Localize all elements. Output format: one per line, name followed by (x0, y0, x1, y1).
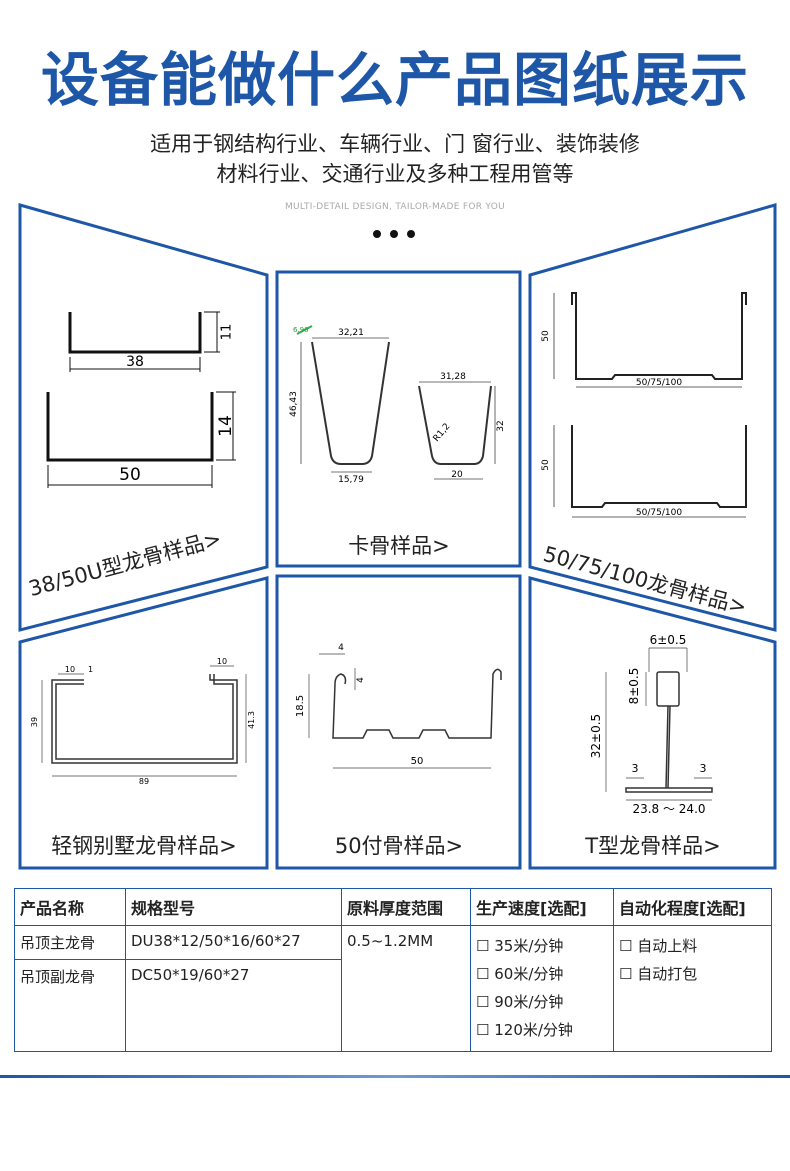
subtitle-line-2: 材料行业、交通行业及多种工程用管等 (216, 162, 574, 186)
stud-drawing: 50 50/75/100 50 50/75/100 (541, 292, 747, 518)
dim-angle: 6.90 (293, 326, 309, 334)
caption-villa: 轻钢别墅龙骨样品> (51, 834, 237, 858)
dim-h1: 39 (30, 717, 39, 727)
header-speed: 生产速度[选配] (470, 888, 614, 926)
panel-frames (18, 203, 777, 870)
automation-options: ☐ 自动上料 ☐ 自动打包 (613, 925, 772, 1052)
dim-top2: 31,28 (440, 372, 466, 382)
furring-drawing: 4 4 18.5 50 (295, 643, 502, 769)
caption-furring: 50付骨样品> (334, 834, 464, 858)
villa-drawing: 10 1 10 39 41.3 89 (30, 657, 256, 786)
dim-top: 6±0.5 (650, 633, 687, 647)
dim-h: 32±0.5 (589, 714, 603, 758)
product-name: 吊顶副龙骨 (14, 959, 126, 1052)
dim-w2: 50 (119, 465, 141, 485)
panel-stud: 50 50/75/100 50 50/75/100 (532, 275, 774, 565)
dim-w: 50 (411, 756, 424, 767)
speed-option[interactable]: ☐ 120米/分钟 (476, 1021, 573, 1039)
dim-h1: 50 (541, 330, 551, 342)
subtitle-line-1: 适用于钢结构行业、车辆行业、门 窗行业、装饰装修 (150, 132, 640, 156)
dim-bulb: 8±0.5 (627, 668, 641, 705)
product-name: 吊顶主龙骨 (14, 925, 126, 960)
speed-option[interactable]: ☐ 35米/分钟 (476, 937, 564, 955)
panel-villa: 10 1 10 39 41.3 89 (22, 640, 266, 820)
dim-w: 23.8 ～ 24.0 (632, 802, 705, 816)
dim-lip1: 10 (65, 665, 75, 674)
header-automation: 自动化程度[选配] (613, 888, 772, 926)
dim-a: 4 (338, 643, 344, 653)
dim-radius: R1,2 (432, 422, 453, 444)
ellipsis-dots (370, 228, 420, 242)
dim-t: 1 (88, 665, 93, 674)
caption-clip: 卡骨样品> (348, 534, 450, 558)
header-spec: 规格型号 (125, 888, 342, 926)
dim-top: 32,21 (338, 328, 364, 338)
table-header-row: 产品名称 规格型号 原料厚度范围 生产速度[选配] 自动化程度[选配] (14, 888, 772, 926)
dim-h: 18.5 (295, 695, 306, 717)
automation-option[interactable]: ☐ 自动上料 (619, 937, 698, 955)
spec-value: DC50*19/60*27 (125, 959, 342, 1052)
dim-w1: 38 (126, 354, 144, 370)
spec-table: 产品名称 规格型号 原料厚度范围 生产速度[选配] 自动化程度[选配] 吊顶主龙… (14, 888, 772, 1052)
speed-option[interactable]: ☐ 60米/分钟 (476, 965, 564, 983)
dim-h2: 50 (541, 459, 551, 471)
automation-option[interactable]: ☐ 自动打包 (619, 965, 698, 983)
dim-f1: 3 (632, 762, 639, 775)
dim-w1: 50/75/100 (636, 378, 682, 388)
dim-w2: 50/75/100 (636, 508, 682, 518)
caption-t-bar: T型龙骨样品> (585, 834, 721, 858)
dim-h2: 32 (496, 420, 506, 431)
dim-bottom: 15,79 (338, 475, 364, 485)
dim-h2: 14 (216, 415, 236, 437)
panel-u-channel: 38 11 50 14 (22, 270, 266, 570)
clip-drawing: 6.90 32,21 46,43 15,79 31,28 R1,2 32 20 (289, 325, 506, 485)
dim-lip2: 10 (217, 657, 227, 666)
dim-w: 89 (139, 777, 149, 786)
panel-t-bar: 6±0.5 8±0.5 32±0.5 3 3 23.8 ～ 24.0 (532, 620, 774, 820)
dim-height: 46,43 (289, 391, 299, 417)
thickness-value: 0.5~1.2MM (341, 925, 471, 1052)
table-row: 吊顶副龙骨 DC50*19/60*27 (14, 959, 772, 1052)
header-product-name: 产品名称 (14, 888, 126, 926)
panel-clip: 6.90 32,21 46,43 15,79 31,28 R1,2 32 20 (279, 274, 519, 564)
speed-option[interactable]: ☐ 90米/分钟 (476, 993, 564, 1011)
header-thickness: 原料厚度范围 (341, 888, 471, 926)
t-bar-drawing: 6±0.5 8±0.5 32±0.5 3 3 23.8 ～ 24.0 (589, 633, 713, 816)
dim-h1: 11 (220, 324, 235, 341)
page-title: 设备能做什么产品图纸展示 (40, 46, 749, 114)
dim-bottom2: 20 (451, 470, 463, 480)
bottom-divider (0, 1075, 790, 1078)
table-row: 吊顶主龙骨 DU38*12/50*16/60*27 0.5~1.2MM ☐ 35… (14, 925, 772, 1052)
dim-b: 4 (356, 677, 366, 683)
spec-value: DU38*12/50*16/60*27 (125, 925, 342, 960)
dim-h2: 41.3 (247, 711, 256, 729)
u-channel-drawing: 38 11 50 14 (46, 311, 236, 488)
panel-furring: 4 4 18.5 50 (279, 578, 519, 818)
tagline: MULTI-DETAIL DESIGN, TAILOR-MADE FOR YOU (284, 202, 505, 212)
speed-options: ☐ 35米/分钟 ☐ 60米/分钟 ☐ 90米/分钟 ☐ 120米/分钟 (470, 925, 614, 1052)
dim-f2: 3 (700, 762, 707, 775)
